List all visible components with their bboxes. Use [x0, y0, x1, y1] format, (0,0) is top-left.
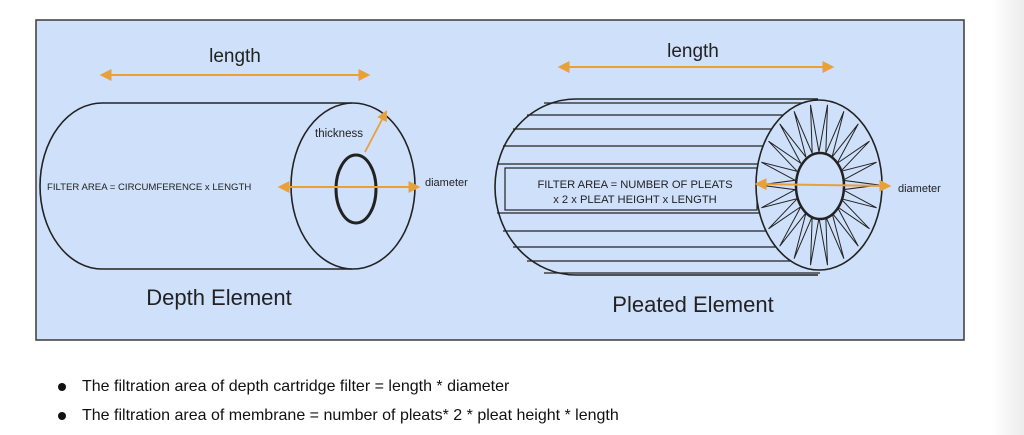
depth-formula: FILTER AREA = CIRCUMFERENCE x LENGTH [47, 182, 251, 193]
pleated-formula-box [504, 167, 758, 211]
list-item: The filtration area of depth cartridge f… [58, 376, 619, 405]
depth-thickness-label: thickness [315, 128, 363, 140]
depth-inner-core [334, 153, 378, 225]
pleated-cylinder-body [494, 98, 818, 276]
page-edge-shadow [992, 0, 1024, 435]
pleated-length-label: length [667, 41, 719, 62]
depth-caption: Depth Element [146, 285, 292, 310]
depth-cylinder-body [39, 102, 352, 270]
pleated-diameter-label: diameter [898, 183, 941, 195]
bullet-depth-text: The filtration area of depth cartridge f… [82, 378, 510, 395]
pleated-diameter-arrow [754, 178, 892, 192]
explanation-list: The filtration area of depth cartridge f… [58, 376, 619, 434]
depth-element: length thickness FILTER AREA = CIRCUMFER… [39, 46, 468, 310]
list-item: The filtration area of membrane = number… [58, 405, 619, 434]
pleated-element: length FILTER AREA = NUMBER OF PLEATS x … [494, 41, 941, 317]
pleated-formula-line2: x 2 x PLEAT HEIGHT x LENGTH [553, 194, 717, 206]
depth-thickness-arrow [364, 110, 388, 153]
pleated-formula-line1: FILTER AREA = NUMBER OF PLEATS [537, 179, 732, 191]
depth-diameter-label: diameter [425, 177, 468, 189]
pleated-caption: Pleated Element [612, 292, 773, 317]
filter-element-diagram: length thickness FILTER AREA = CIRCUMFER… [35, 19, 965, 341]
bullet-membrane-text: The filtration area of membrane = number… [82, 407, 619, 424]
depth-length-label: length [209, 46, 261, 67]
